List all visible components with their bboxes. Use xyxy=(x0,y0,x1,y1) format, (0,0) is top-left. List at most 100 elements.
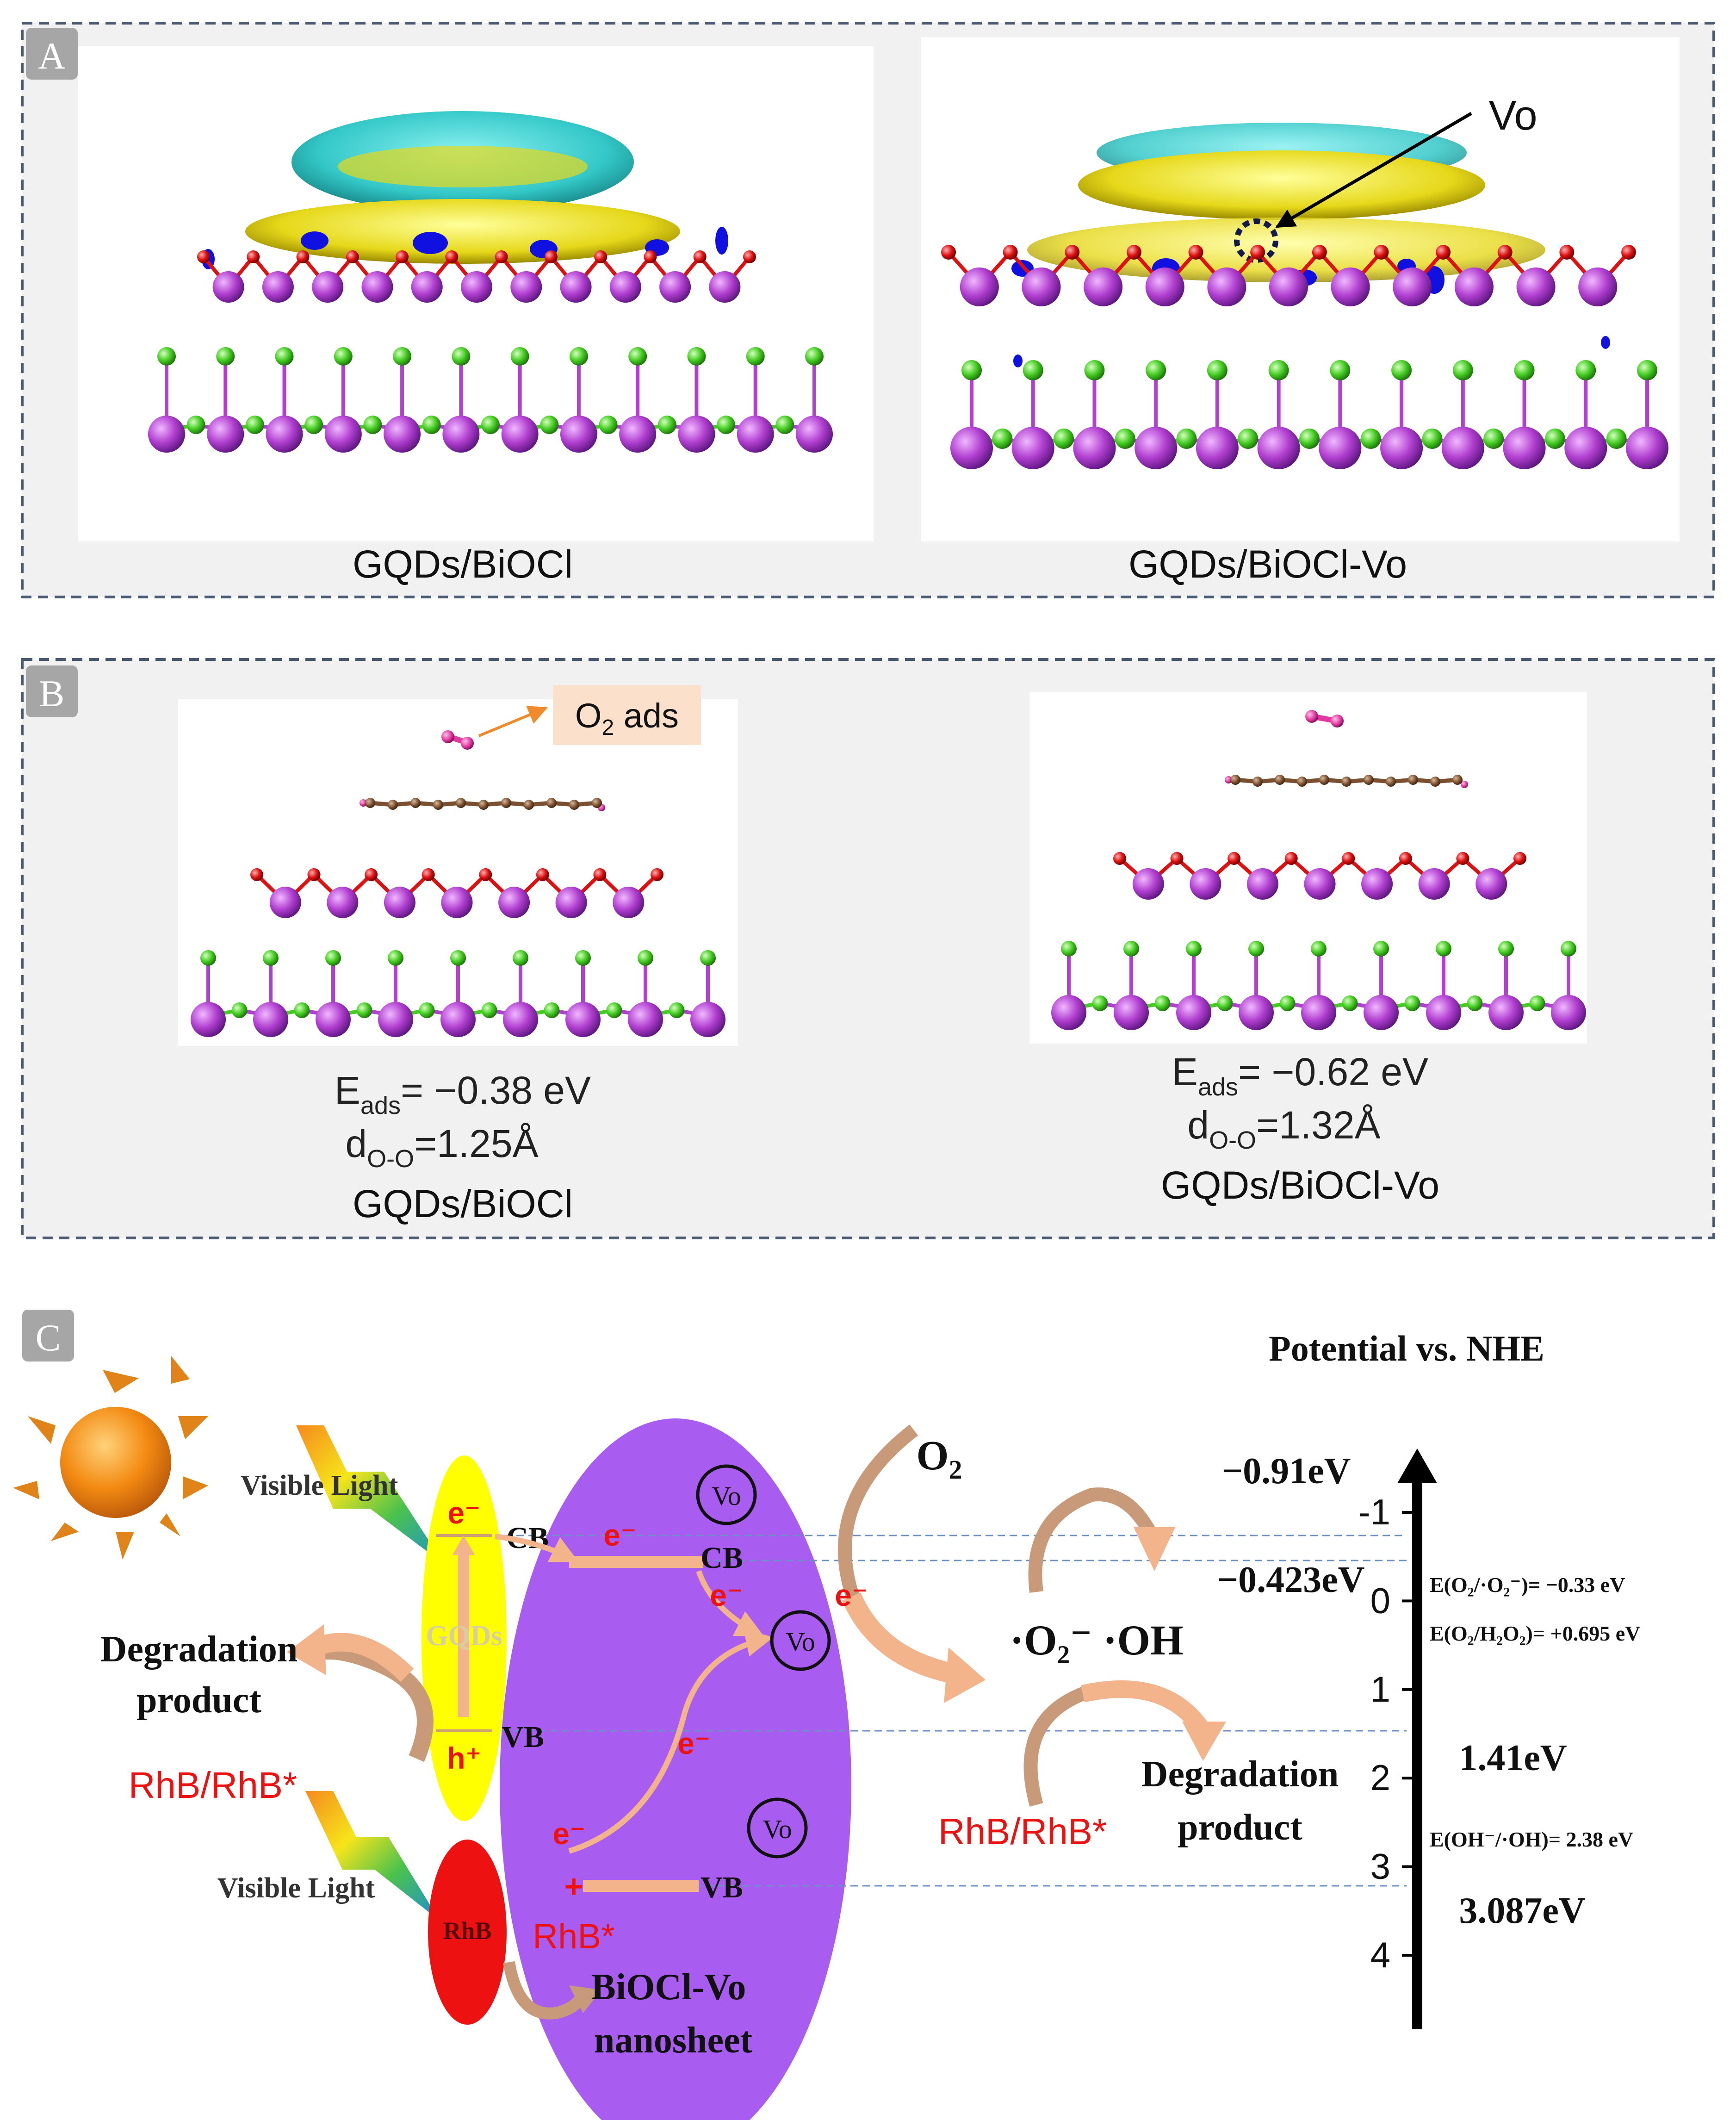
bi-atom xyxy=(378,1002,413,1037)
axis-title: Potential vs. NHE xyxy=(1269,1328,1544,1368)
cl-atom xyxy=(304,416,323,434)
panel-b: B O2 ads Eads= −0.38 eV dO-O=1.25Å GQDs/… xyxy=(21,658,1715,1239)
panel-a-left-caption: GQDs/BiOCl xyxy=(353,542,573,586)
o2-reduction-arrowhead xyxy=(944,1648,986,1703)
o-atom xyxy=(593,868,607,881)
cl-atom xyxy=(1248,941,1264,957)
electron-transfer-arrows xyxy=(495,1534,774,1854)
cl-atom xyxy=(1452,360,1473,380)
cl-atom xyxy=(216,347,235,366)
bi-atom xyxy=(1319,427,1362,469)
bi-atom xyxy=(1503,427,1546,469)
bi-atom xyxy=(1246,868,1278,900)
yellow-isosurface xyxy=(1078,150,1485,220)
panel-b-right-image xyxy=(1029,692,1587,1044)
adsorption-model-right xyxy=(1051,710,1586,1030)
biocl-vo-label-line2: nanosheet xyxy=(594,2020,753,2061)
gqd-to-biocl-arrow xyxy=(495,1534,579,1562)
cl-atom xyxy=(1529,995,1545,1011)
eads-left: Eads= −0.38 eV xyxy=(335,1069,591,1119)
bi-atom xyxy=(440,1002,476,1037)
cl-atom xyxy=(628,347,647,366)
cl-atom xyxy=(1391,360,1412,380)
cl-atom xyxy=(1514,360,1535,380)
gqds-label: GQDs xyxy=(426,1620,502,1652)
o-atom xyxy=(1003,245,1018,260)
cl-atom xyxy=(1483,429,1504,449)
bi-atom xyxy=(1132,868,1164,900)
radicals-label: ·O₂⁻ ·OH xyxy=(1010,1616,1183,1664)
cl-atom xyxy=(1084,360,1105,380)
cl-atom xyxy=(356,1002,372,1018)
vo-pointer-arrow xyxy=(1275,112,1472,229)
rhb-label: RhB xyxy=(443,1917,491,1945)
cl-atom xyxy=(1330,360,1351,380)
left-degradation-line2: product xyxy=(136,1680,261,1721)
depletion-spot xyxy=(301,231,329,250)
depletion-spot xyxy=(1601,336,1610,349)
bi-atom xyxy=(510,271,542,303)
eads-right: Eads= −0.62 eV xyxy=(1172,1050,1428,1101)
bi-atom xyxy=(1454,267,1494,306)
o-atom xyxy=(644,250,657,263)
bi-atom xyxy=(1190,868,1221,900)
bi-atom xyxy=(560,271,592,303)
cl-atom xyxy=(1217,995,1233,1011)
o-atom xyxy=(1250,245,1265,260)
cl-atom xyxy=(1360,429,1381,449)
cl-atom xyxy=(575,950,591,966)
o-atom xyxy=(247,250,260,263)
bi-atom xyxy=(503,1002,538,1037)
cl-atom xyxy=(805,347,824,366)
bi-atom xyxy=(1626,427,1668,469)
c-atom xyxy=(501,798,511,808)
o-atom xyxy=(536,868,549,881)
o-atom xyxy=(1436,245,1451,260)
biocl-vb-bar xyxy=(583,1880,699,1892)
bi-atom xyxy=(384,416,421,453)
bi-atom xyxy=(1578,267,1618,306)
bi-atom xyxy=(324,416,362,453)
o-atom xyxy=(1374,245,1389,260)
panel-b-badge xyxy=(26,665,78,717)
depletion-spot xyxy=(413,232,448,254)
o-atom xyxy=(197,250,210,263)
cl-atom xyxy=(1054,429,1074,449)
o-atom xyxy=(743,250,756,263)
sun-icon xyxy=(13,1356,208,1560)
bi-atom xyxy=(690,1002,725,1037)
axis-tick-label: -1 xyxy=(1358,1492,1390,1532)
biocl-vb-label: VB xyxy=(701,1871,743,1904)
panel-b-right-caption: GQDs/BiOCl-Vo xyxy=(1161,1163,1439,1207)
bi-atom xyxy=(1022,267,1061,306)
cl-atom xyxy=(657,416,676,434)
bi-atom xyxy=(361,271,393,303)
panel-b-left-caption: GQDs/BiOCl xyxy=(353,1182,573,1225)
bi-atom xyxy=(555,887,587,918)
o-atom xyxy=(1456,852,1469,865)
bi-atom xyxy=(960,267,999,306)
bi-atom xyxy=(609,271,641,303)
bi-atom xyxy=(1114,995,1149,1030)
bi-atom xyxy=(1304,868,1336,900)
c-atom xyxy=(1297,777,1307,787)
cl-atom xyxy=(1544,429,1565,449)
bi-atom xyxy=(312,271,344,303)
c-atom xyxy=(1408,775,1418,785)
bi-atom xyxy=(316,1002,351,1037)
right-cycle-arrowhead xyxy=(1182,1722,1226,1761)
bi-atom xyxy=(442,416,480,453)
bi-atom xyxy=(1207,267,1246,306)
cl-atom xyxy=(1342,995,1358,1011)
cl-atom xyxy=(388,950,403,966)
bi-atom xyxy=(1269,267,1308,306)
left-degradation-line1: Degradation xyxy=(100,1629,298,1670)
panel-a: A GQDs/BiOCl Vo GQDs/BiOCl-Vo xyxy=(21,22,1715,598)
o-atom xyxy=(1228,852,1241,865)
bi-atom xyxy=(253,1002,288,1037)
cl-atom xyxy=(1186,941,1202,957)
cl-atom xyxy=(200,950,216,966)
o-atom xyxy=(396,250,409,263)
left-rhb-pair: RhB/RhB* xyxy=(129,1765,298,1806)
